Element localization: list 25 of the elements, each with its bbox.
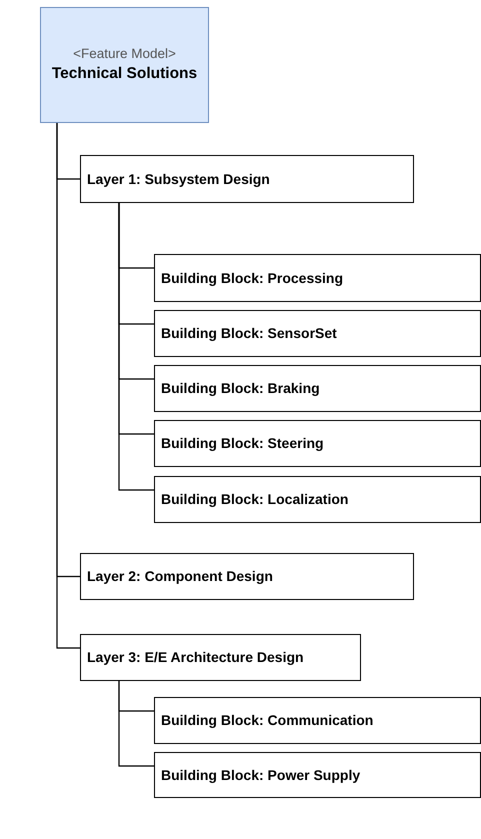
feature-label: Building Block: SensorSet (161, 325, 338, 342)
feature-title: Technical Solutions (52, 65, 198, 84)
feature-box (154, 697, 481, 744)
feature-label: Building Block: Communication (161, 712, 374, 729)
stereotype-label: <Feature Model> (73, 46, 176, 62)
feature-label: Building Block: Steering (161, 435, 325, 452)
feature-label: Building Block: Power Supply (161, 766, 362, 784)
feature-box (80, 553, 414, 600)
root-feature-box (40, 7, 209, 123)
feature-label: Building Block: Processing (161, 270, 344, 286)
feature-label: Building Block: Braking (161, 380, 321, 397)
feature-box (154, 476, 481, 523)
feature-label: Layer 1: Subsystem Design (87, 170, 271, 188)
connector-line (118, 681, 154, 767)
feature-box (154, 365, 481, 412)
feature-box (80, 634, 361, 681)
feature-box (154, 254, 481, 302)
feature-label: Building Block: Localization (161, 491, 350, 508)
feature-label: Layer 3: E/E Architecture Design (87, 649, 305, 666)
feature-box (154, 420, 481, 467)
feature-box (80, 155, 414, 203)
feature-box (154, 310, 481, 357)
feature-box (154, 752, 481, 798)
feature-label: Layer 2: Component Design (87, 568, 274, 585)
connector-line (118, 203, 154, 491)
